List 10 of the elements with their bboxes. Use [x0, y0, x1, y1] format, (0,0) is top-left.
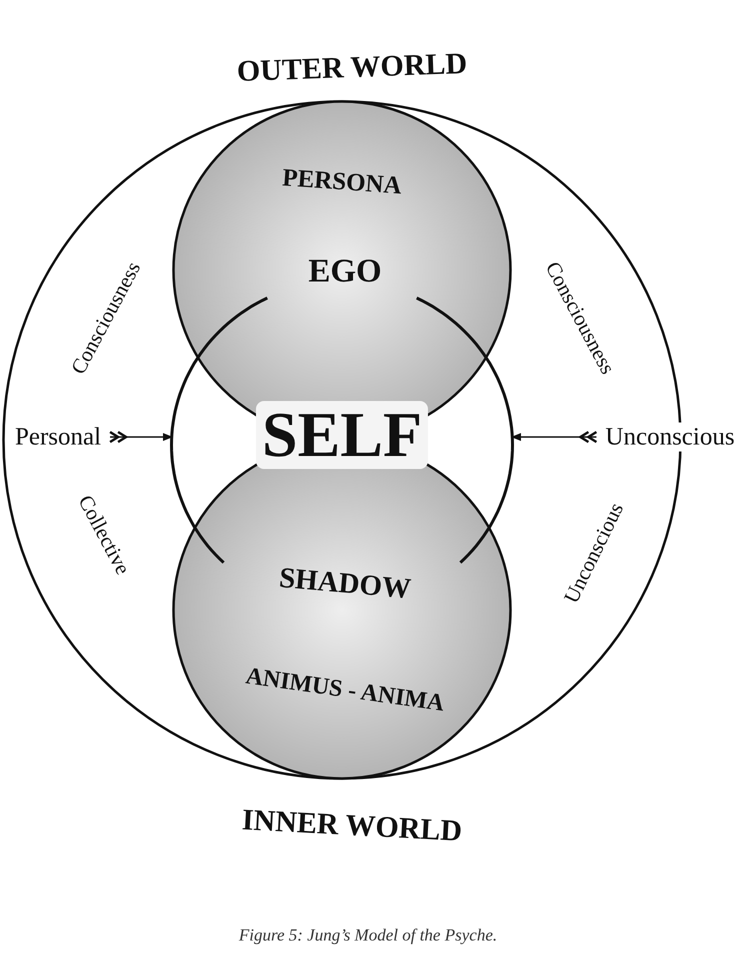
- world-label: INNER WORLD: [241, 805, 463, 847]
- ego-label: EGO: [308, 256, 382, 288]
- arrow: [511, 430, 598, 444]
- self-label: SELF: [256, 401, 428, 469]
- world-label: OUTER WORLD: [236, 49, 468, 87]
- figure-caption: Figure 5: Jung’s Model of the Psyche.: [238, 926, 498, 944]
- persona-label: PERSONA: [282, 165, 402, 199]
- arrow: [108, 430, 173, 444]
- animus-anima-label: ANIMUS - ANIMA: [244, 664, 446, 716]
- shadow-label: SHADOW: [278, 564, 412, 604]
